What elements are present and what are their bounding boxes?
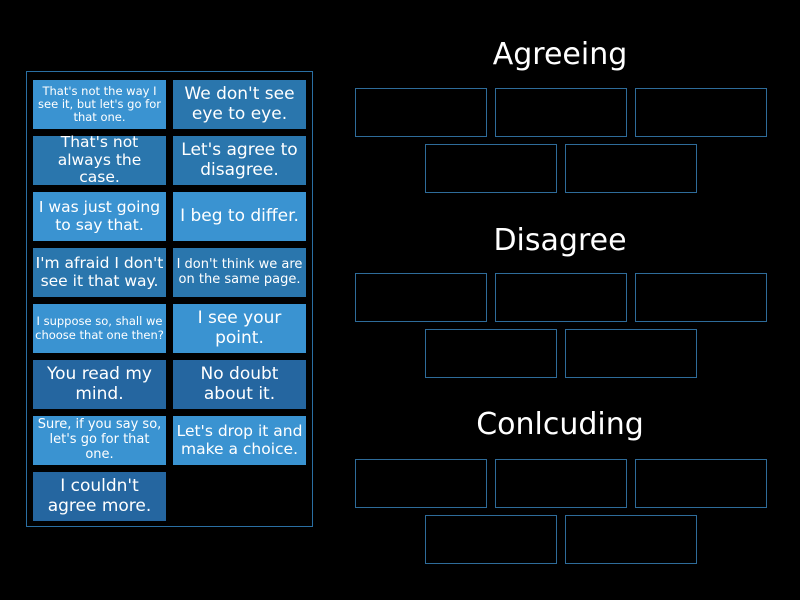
card-no-doubt-about-it[interactable]: No doubt about it.	[173, 360, 306, 409]
card-thats-not-the-way[interactable]: That's not the way I see it, but let's g…	[33, 80, 166, 129]
drop-slot-disagree-5[interactable]	[565, 329, 697, 378]
card-sure-if-you-say-so[interactable]: Sure, if you say so, let's go for that o…	[33, 416, 166, 465]
card-label: No doubt about it.	[200, 363, 279, 404]
drop-slot-agreeing-4[interactable]	[425, 144, 557, 193]
card-im-afraid[interactable]: I'm afraid I don't see it that way.	[33, 248, 166, 297]
card-tray	[26, 71, 313, 527]
drop-slot-agreeing-1[interactable]	[355, 88, 487, 137]
drop-slot-concluding-4[interactable]	[425, 515, 557, 564]
card-i-was-just-going[interactable]: I was just going to say that.	[33, 192, 166, 241]
group-title-disagree: Disagree	[493, 223, 627, 258]
drop-slot-disagree-4[interactable]	[425, 329, 557, 378]
card-i-couldnt-agree-more[interactable]: I couldn't agree more.	[33, 472, 166, 521]
card-label: You read my mind.	[46, 363, 152, 404]
card-you-read-my-mind[interactable]: You read my mind.	[33, 360, 166, 409]
group-title-concluding: Conlcuding	[476, 407, 644, 442]
drop-slot-concluding-1[interactable]	[355, 459, 487, 508]
drop-slot-concluding-3[interactable]	[635, 459, 767, 508]
card-label: Let's agree to disagree.	[181, 139, 298, 180]
card-lets-agree-to-disagree[interactable]: Let's agree to disagree.	[173, 136, 306, 185]
card-label: Sure, if you say so, let's go for that o…	[37, 417, 162, 462]
card-lets-drop-it[interactable]: Let's drop it and make a choice.	[173, 416, 306, 465]
card-same-page[interactable]: I don't think we are on the same page.	[173, 248, 306, 297]
card-i-suppose-so[interactable]: I suppose so, shall we choose that one t…	[33, 304, 166, 353]
drop-slot-concluding-5[interactable]	[565, 515, 697, 564]
card-label: We don't see eye to eye.	[184, 83, 295, 124]
card-label: I was just going to say that.	[38, 197, 161, 234]
drop-slot-disagree-1[interactable]	[355, 273, 487, 322]
card-label: I suppose so, shall we choose that one t…	[35, 314, 164, 342]
card-label: I see your point.	[197, 307, 282, 348]
card-thats-not-always-the-case[interactable]: That's not always the case.	[33, 132, 166, 187]
card-label: That's not the way I see it, but let's g…	[38, 83, 161, 125]
card-i-beg-to-differ[interactable]: I beg to differ.	[173, 192, 306, 241]
drop-slot-disagree-3[interactable]	[635, 273, 767, 322]
card-label: Let's drop it and make a choice.	[176, 421, 303, 458]
group-title-agreeing: Agreeing	[492, 37, 628, 72]
card-label: I beg to differ.	[180, 205, 299, 226]
drop-slot-disagree-2[interactable]	[495, 273, 627, 322]
drop-slot-agreeing-2[interactable]	[495, 88, 627, 137]
card-label: I'm afraid I don't see it that way.	[35, 253, 164, 290]
drop-slot-agreeing-3[interactable]	[635, 88, 767, 137]
drop-slot-agreeing-5[interactable]	[565, 144, 697, 193]
card-label: That's not always the case.	[57, 132, 142, 187]
card-we-dont-see-eye-to-eye[interactable]: We don't see eye to eye.	[173, 80, 306, 129]
card-i-see-your-point[interactable]: I see your point.	[173, 304, 306, 353]
drop-slot-concluding-2[interactable]	[495, 459, 627, 508]
card-label: I don't think we are on the same page.	[176, 256, 303, 287]
card-label: I couldn't agree more.	[47, 475, 152, 516]
